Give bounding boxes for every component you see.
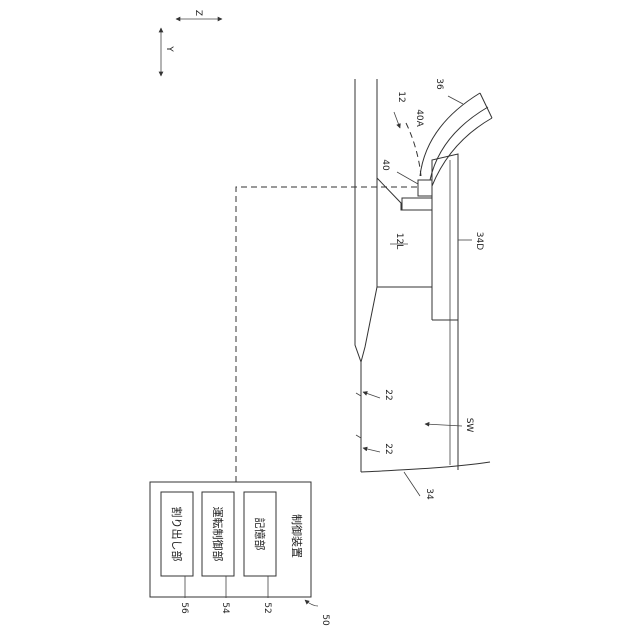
label-34d: 34D	[474, 232, 484, 250]
y-axis-label: Y	[164, 45, 174, 52]
leader-22b	[363, 448, 380, 452]
label-22b: 22	[383, 443, 393, 454]
storage-label: 記憶部	[253, 518, 267, 551]
label-sw: SW	[464, 418, 474, 433]
tick-22b	[356, 435, 361, 438]
mount-block	[402, 198, 432, 210]
tick-22a	[356, 393, 361, 396]
bottom-break-line	[361, 462, 490, 472]
operation-label: 運転制御部	[211, 507, 225, 562]
label-12: 12	[396, 91, 406, 102]
z-axis-label: Z	[193, 10, 203, 16]
label-56: 56	[179, 602, 189, 614]
label-22a: 22	[383, 389, 393, 400]
label-40a: 40A	[414, 109, 424, 127]
leader-34	[404, 472, 420, 496]
leader-40	[397, 172, 418, 184]
panel-edge	[377, 154, 458, 470]
label-12l: 12L	[394, 233, 404, 249]
leader-sw	[425, 424, 462, 426]
axis-indicator: Z Y	[161, 10, 222, 76]
signal-line	[236, 187, 417, 482]
control-unit-50: 制御装置 記憶部 運転制御部 割り出し部 56 54 52 50	[150, 482, 330, 626]
sensor-range-40a	[406, 123, 421, 176]
label-50: 50	[320, 614, 330, 626]
leader-50	[305, 600, 318, 606]
body-outer-line	[355, 79, 361, 472]
reference-labels: 12 36 40A 40 12L 34D 22 22 SW 34	[363, 78, 484, 500]
controller-title: 制御装置	[290, 514, 304, 558]
leader-22a	[363, 392, 380, 398]
leader-12	[394, 112, 400, 128]
label-52: 52	[262, 602, 272, 613]
leader-36	[448, 96, 463, 104]
cutout-label: 割り出し部	[170, 507, 184, 562]
vehicle-body	[355, 79, 490, 472]
arc-end-cap	[480, 93, 492, 118]
label-34: 34	[424, 488, 434, 500]
sidewall-bulge	[361, 287, 377, 362]
label-54: 54	[220, 602, 230, 614]
label-40: 40	[380, 159, 390, 171]
label-36: 36	[434, 78, 444, 90]
sensor-40	[418, 180, 432, 196]
